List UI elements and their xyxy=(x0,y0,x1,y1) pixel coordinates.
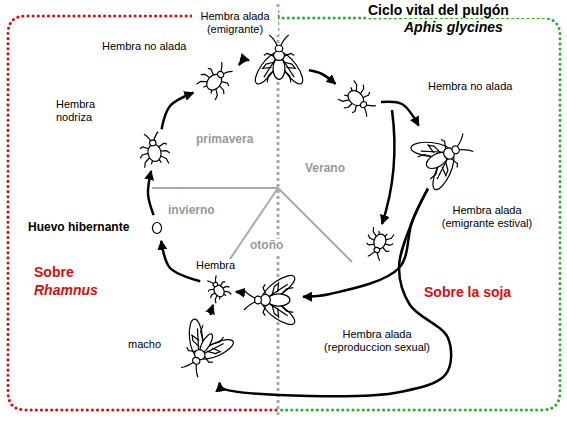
cycle-arrow xyxy=(161,241,200,281)
season-lines xyxy=(152,188,352,262)
aphid-figure xyxy=(176,318,230,380)
cycle-arrow xyxy=(381,102,419,126)
aphid-figure xyxy=(196,62,236,98)
life-stage: Huevo hibernante xyxy=(151,218,163,238)
life-stage: Hembra alada (emigrante) xyxy=(252,34,306,90)
season-label: otoño xyxy=(250,239,295,253)
stage-label: Hembra xyxy=(196,259,256,272)
aphid-figure xyxy=(136,132,172,168)
cycle-arrow xyxy=(162,93,194,129)
life-stage: macho xyxy=(176,318,230,380)
aphid-figure xyxy=(252,34,306,90)
aphid-figure xyxy=(412,128,474,186)
stage-label: Rhamnus xyxy=(34,282,134,298)
cycle-arrow xyxy=(210,305,213,315)
aphid-figure xyxy=(203,276,233,302)
stage-label: Sobre la soja xyxy=(424,284,534,300)
life-stage: Hembra alada (reproduccion sexual) xyxy=(244,272,300,328)
life-stage: Hembra nodriza xyxy=(136,132,172,168)
stage-label: Hembra no alada xyxy=(102,40,202,53)
cycle-arrow xyxy=(238,60,249,65)
cycle-arrow xyxy=(219,189,451,397)
egg-figure xyxy=(151,218,163,238)
life-stage: Hembra alada (emigrante estival) xyxy=(412,128,474,186)
cycle-arrow xyxy=(148,171,154,215)
life-stage: Hembra no alada xyxy=(338,82,378,118)
aphid-figure xyxy=(361,226,396,263)
aphid-figure xyxy=(338,82,378,118)
branch-arrow xyxy=(382,110,394,224)
life-stage: Hembra xyxy=(203,276,233,302)
life-stage: Hembra no alada xyxy=(196,62,236,98)
stage-label: macho xyxy=(128,338,173,351)
stage-label: Sobre xyxy=(34,264,124,280)
stage-label: Hembra nodriza xyxy=(56,98,114,123)
season-label: invierno xyxy=(168,204,238,218)
stage-label: Huevo hibernante xyxy=(28,221,146,235)
season-label: Verano xyxy=(305,162,365,176)
aphid-figure xyxy=(244,272,300,328)
stage-label: Hembra no alada xyxy=(428,80,538,93)
cycle-arrow xyxy=(309,70,336,83)
stage-label: Hembra alada (emigrante estival) xyxy=(428,204,546,229)
species-name: Aphis glycines xyxy=(404,19,544,35)
cycle-arrow xyxy=(303,189,428,297)
season-label: primavera xyxy=(196,133,266,147)
stage-label: Hembra alada (reproduccion sexual) xyxy=(316,328,438,353)
diagram-title: Ciclo vital del pulgón xyxy=(368,2,558,18)
stage-label: Hembra alada (emigrante) xyxy=(192,10,278,35)
cycle-arrow xyxy=(236,292,241,293)
